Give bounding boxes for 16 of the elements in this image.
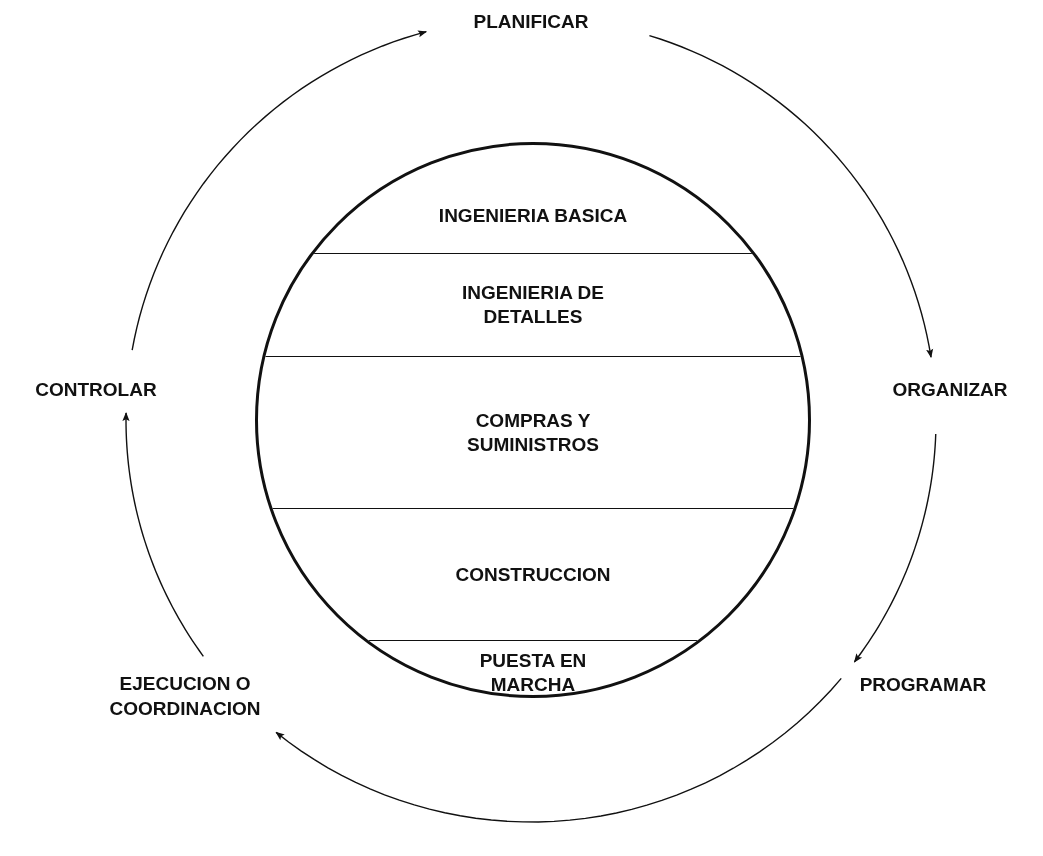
band-label: COMPRAS Y SUMINISTROS (466, 408, 600, 457)
cycle-arrow (648, 34, 934, 358)
cycle-arrow (131, 30, 428, 351)
step-label: PLANIFICAR (446, 8, 616, 36)
step-label: PROGRAMAR (839, 671, 1007, 699)
band-label: INGENIERIA BASICA (438, 203, 628, 228)
band-label: INGENIERIA DE DETALLES (461, 281, 605, 329)
cycle-arrow (853, 433, 937, 663)
cycle-arrow (275, 677, 842, 823)
step-label: EJECUCION O COORDINACION (70, 668, 300, 726)
cycle-arrow (122, 412, 205, 657)
step-label: CONTROLAR (8, 376, 184, 404)
circle-outline (255, 142, 811, 698)
band-label: PUESTA EN MARCHA (478, 648, 588, 695)
band-label: CONSTRUCCION (455, 562, 611, 587)
step-label: ORGANIZAR (862, 376, 1038, 404)
